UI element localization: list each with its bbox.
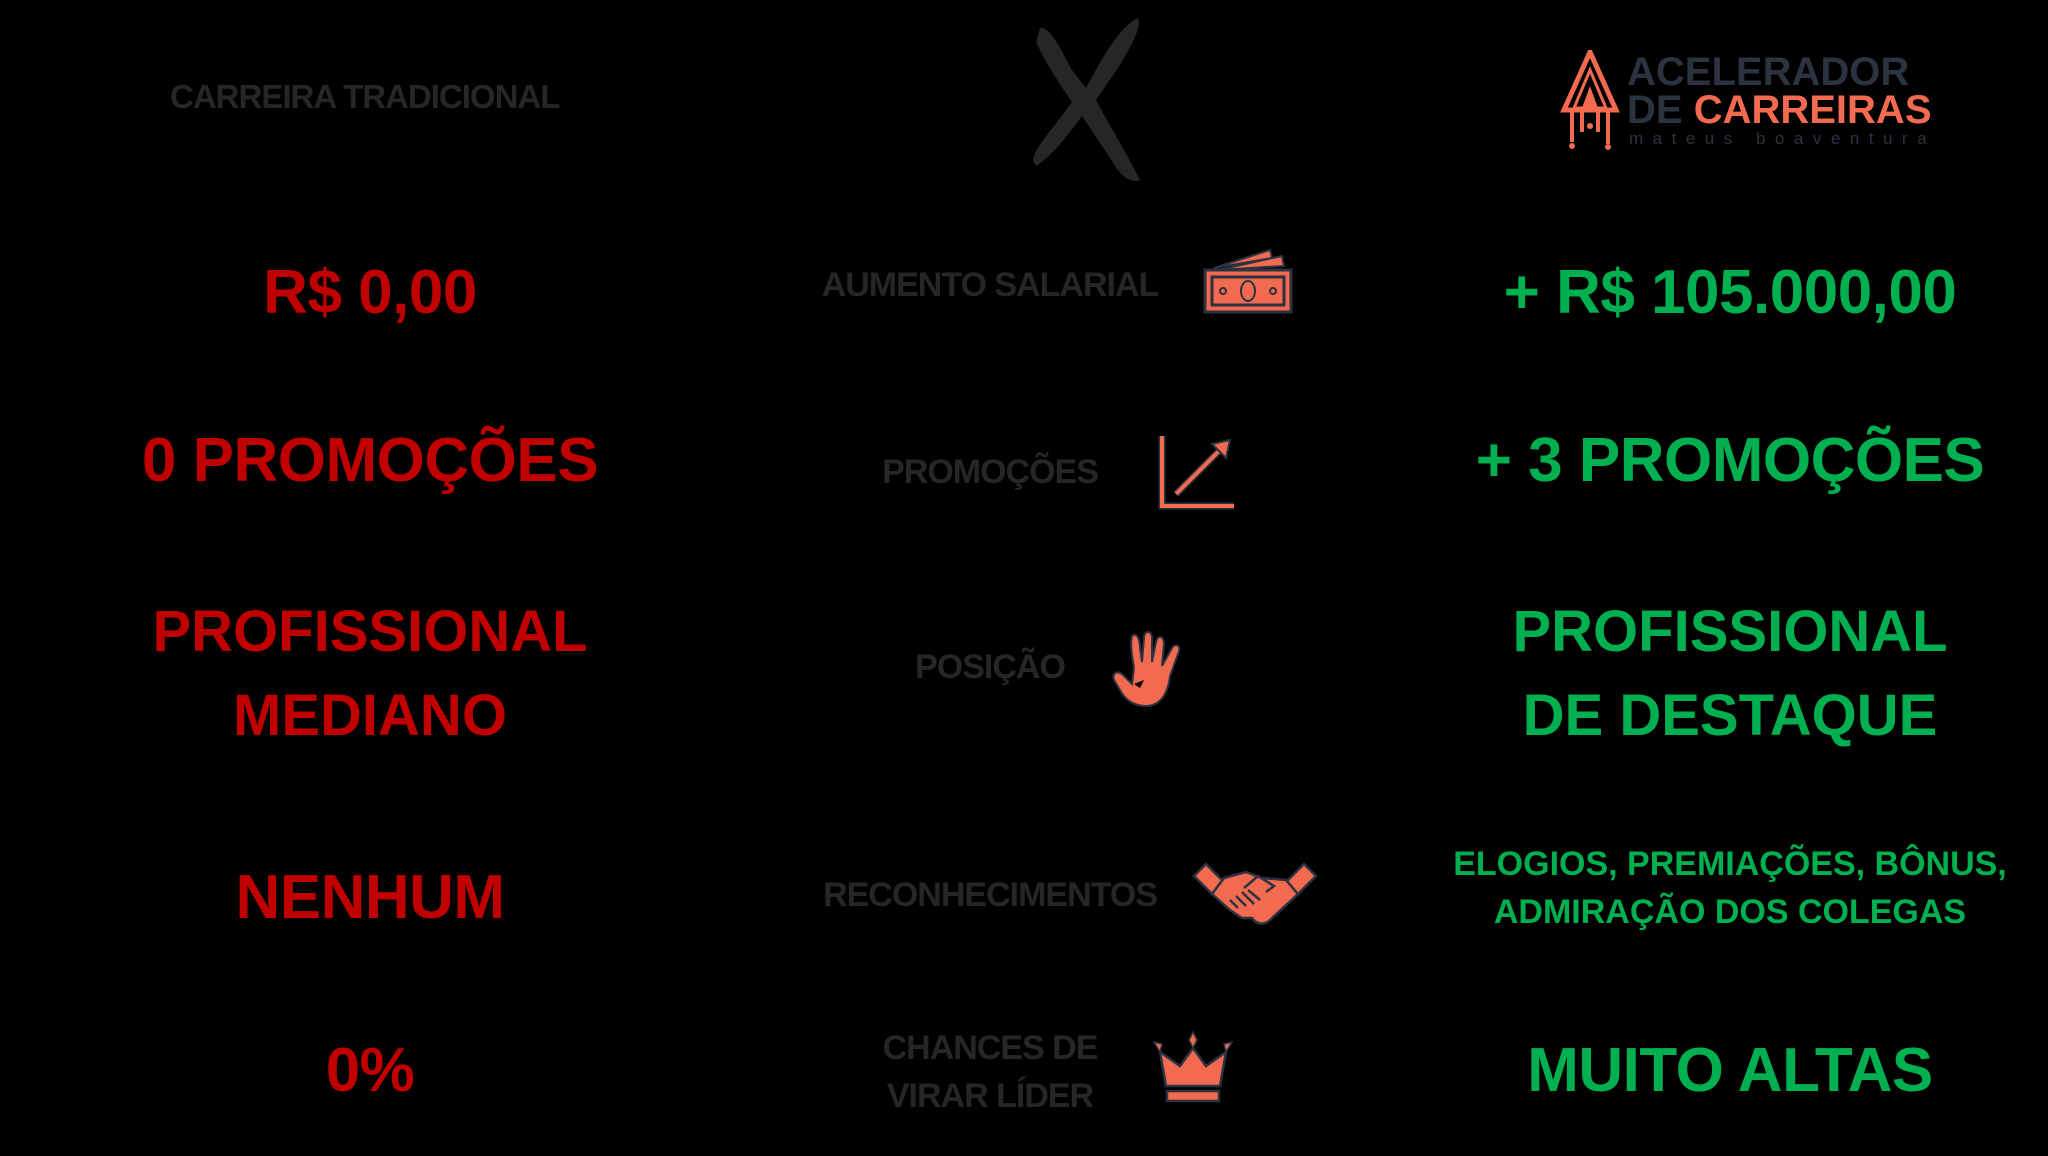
logo-line-2: DE CARREIRAS [1627, 90, 1932, 130]
label-position: POSIÇÃO [915, 648, 1066, 686]
label-salary-increase: AUMENTO SALARIAL [821, 266, 1160, 304]
accelerator-position-line-2: DE DESTAQUE [1522, 683, 1938, 748]
x-brush-icon [1010, 8, 1150, 188]
hand-print-icon [1112, 628, 1192, 710]
brand-logo: ACELERADOR DE CARREIRAS mateus boaventur… [1555, 45, 2005, 150]
accelerator-salary-increase: + R$ 105.000,00 [1503, 258, 1957, 327]
rocket-logo-icon [1560, 45, 1620, 150]
accelerator-recognition-line-1: ELOGIOS, PREMIAÇÕES, BÔNUS, [1453, 845, 2007, 883]
handshake-icon [1190, 858, 1320, 928]
logo-line-2-highlight: CARREIRAS [1693, 88, 1932, 132]
traditional-salary-increase: R$ 0,00 [263, 258, 477, 327]
accelerator-position-line-1: PROFISSIONAL [1512, 599, 1948, 664]
logo-line-2-prefix: DE [1627, 88, 1683, 132]
traditional-position-line-1: PROFISSIONAL [152, 599, 588, 664]
logo-tagline: mateus boaventura [1629, 129, 1937, 148]
logo-line-1: ACELERADOR [1627, 50, 1910, 94]
crown-icon [1150, 1028, 1236, 1108]
label-leadership-chance: CHANCES DE VIRAR LÍDER [810, 1024, 1170, 1120]
accelerator-leadership-chance: MUITO ALTAS [1527, 1036, 1933, 1105]
label-leadership-chance-line-1: CHANCES DE [882, 1029, 1099, 1067]
traditional-leadership-chance: 0% [325, 1036, 415, 1105]
traditional-position-line-2: MEDIANO [233, 683, 507, 748]
traditional-career-title: CARREIRA TRADICIONAL [170, 78, 560, 115]
label-promotions: PROMOÇÕES [882, 453, 1099, 491]
traditional-recognition: NENHUM [235, 863, 505, 932]
accelerator-recognition-line-2: ADMIRAÇÃO DOS COLEGAS [1493, 893, 1967, 931]
label-recognition: RECONHECIMENTOS [823, 876, 1158, 914]
traditional-position: PROFISSIONAL MEDIANO [80, 590, 660, 758]
growth-chart-icon [1158, 432, 1238, 512]
accelerator-position: PROFISSIONAL DE DESTAQUE [1410, 590, 2048, 758]
accelerator-promotions: + 3 PROMOÇÕES [1475, 426, 1985, 495]
traditional-promotions: 0 PROMOÇÕES [141, 426, 599, 495]
label-leadership-chance-line-2: VIRAR LÍDER [886, 1077, 1094, 1115]
accelerator-recognition: ELOGIOS, PREMIAÇÕES, BÔNUS, ADMIRAÇÃO DO… [1410, 840, 2048, 936]
money-bills-icon [1202, 246, 1297, 316]
